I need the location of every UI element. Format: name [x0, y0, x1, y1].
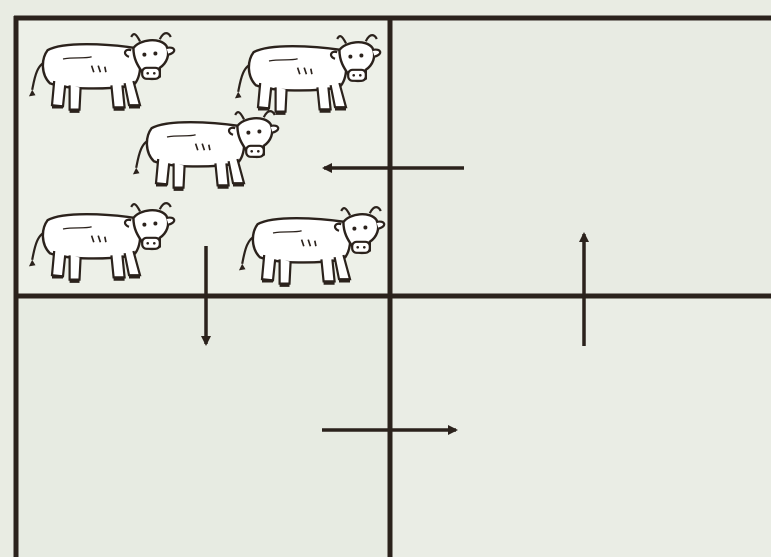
paddock-top-right: [390, 18, 771, 296]
paddock-bottom-left: [16, 296, 390, 557]
paddock-bottom-right: [390, 296, 771, 557]
